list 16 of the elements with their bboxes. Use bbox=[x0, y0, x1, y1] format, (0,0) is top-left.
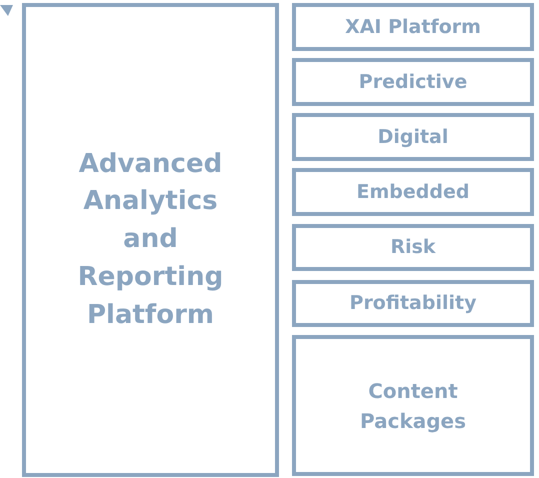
box-title: Content Packages bbox=[358, 378, 468, 434]
box-title: Predictive bbox=[358, 70, 468, 94]
packages-box bbox=[292, 335, 534, 476]
box-title: XAI Platform bbox=[345, 16, 481, 38]
box-title: Risk bbox=[390, 236, 436, 259]
box-title: Profitability bbox=[350, 292, 476, 315]
module-box bbox=[292, 3, 534, 51]
module-box bbox=[292, 224, 534, 271]
module-box bbox=[292, 280, 534, 327]
box-title: Digital bbox=[378, 126, 448, 148]
module-box bbox=[292, 113, 534, 161]
box-title: Advanced Analytics and Reporting Platform bbox=[76, 148, 224, 332]
platform-box bbox=[22, 3, 279, 477]
module-box bbox=[292, 168, 534, 216]
box-title: Embedded bbox=[356, 180, 470, 204]
module-box bbox=[292, 58, 534, 106]
